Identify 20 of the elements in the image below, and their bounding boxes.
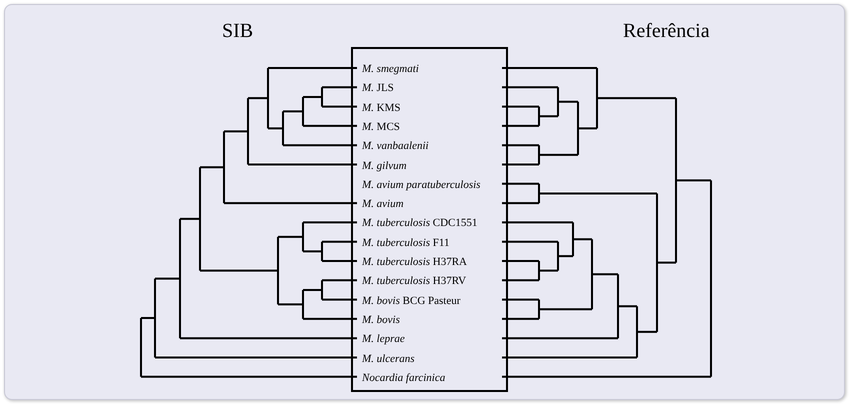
taxon-name: M. tuberculosis H37RA — [362, 256, 468, 269]
taxon-name: M. bovis — [362, 314, 400, 327]
taxon-name: M. smegmati — [362, 63, 419, 76]
taxon-name: M. KMS — [362, 102, 401, 115]
taxon-name: M. gilvum — [362, 160, 407, 172]
taxon-name: Nocardia farcinica — [362, 372, 446, 385]
taxon-name: M. JLS — [362, 82, 394, 96]
taxon-name: M. avium — [362, 198, 404, 212]
taxon-name: M. avium paratuberculosis — [362, 178, 480, 192]
taxon-name: M. leprae — [362, 333, 405, 346]
taxon-name: M. ulcerans — [362, 352, 415, 366]
taxon-name: M. vanbaalenii — [362, 140, 429, 154]
taxon-name: M. MCS — [362, 120, 400, 134]
taxon-name: M. tuberculosis F11 — [362, 236, 450, 250]
tree-title: Referência — [623, 20, 710, 43]
taxon-name: M. tuberculosis CDC1551 — [362, 217, 478, 230]
taxon-name: M. bovis BCG Pasteur — [362, 294, 460, 308]
taxon-name: M. tuberculosis H37RV — [362, 275, 466, 288]
tree-title: SIB — [222, 20, 254, 43]
taxon-list-box — [351, 47, 508, 392]
